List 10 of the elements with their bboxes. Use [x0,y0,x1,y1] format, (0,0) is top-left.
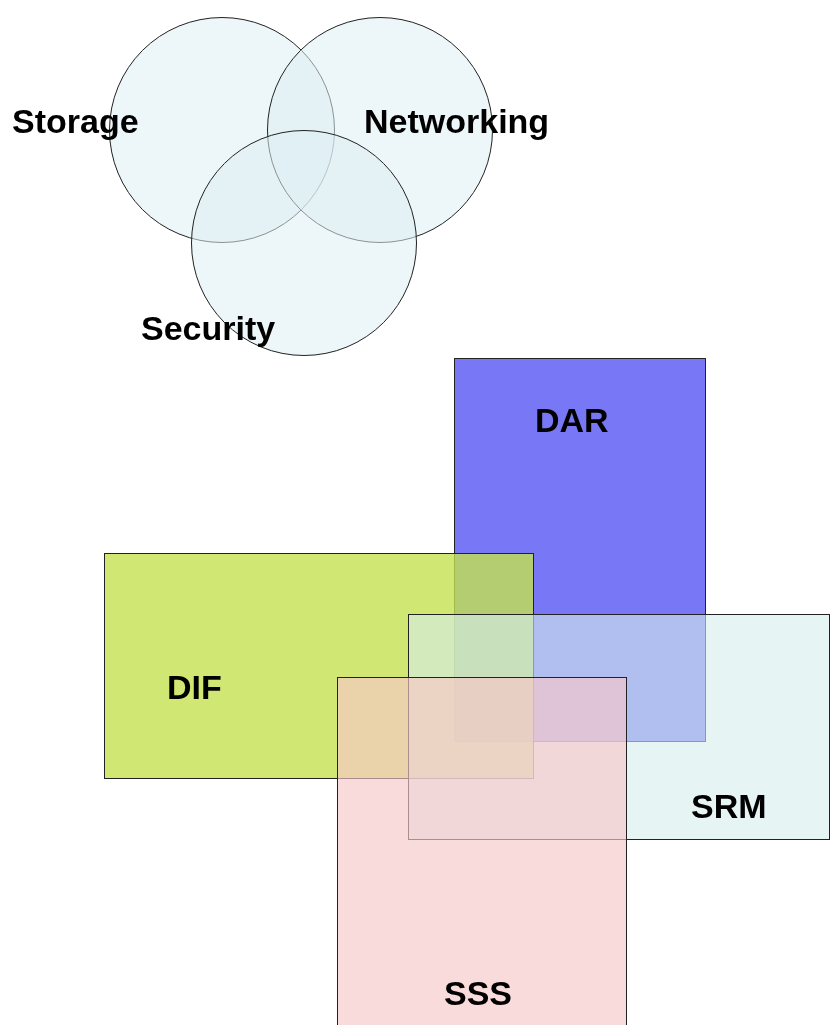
circle-label: Networking [364,104,550,138]
rectangle-label: SRM [691,789,767,823]
rectangle-label: DAR [535,403,609,437]
overlapping-rectangle [337,677,627,1025]
overlapping-rectangle [104,553,534,779]
rectangle-label: DIF [167,670,222,704]
overlapping-rectangle [408,614,830,840]
circle-label: Security [141,311,276,345]
rectangle-label: SSS [444,976,513,1010]
circle-label: Storage [12,104,139,138]
